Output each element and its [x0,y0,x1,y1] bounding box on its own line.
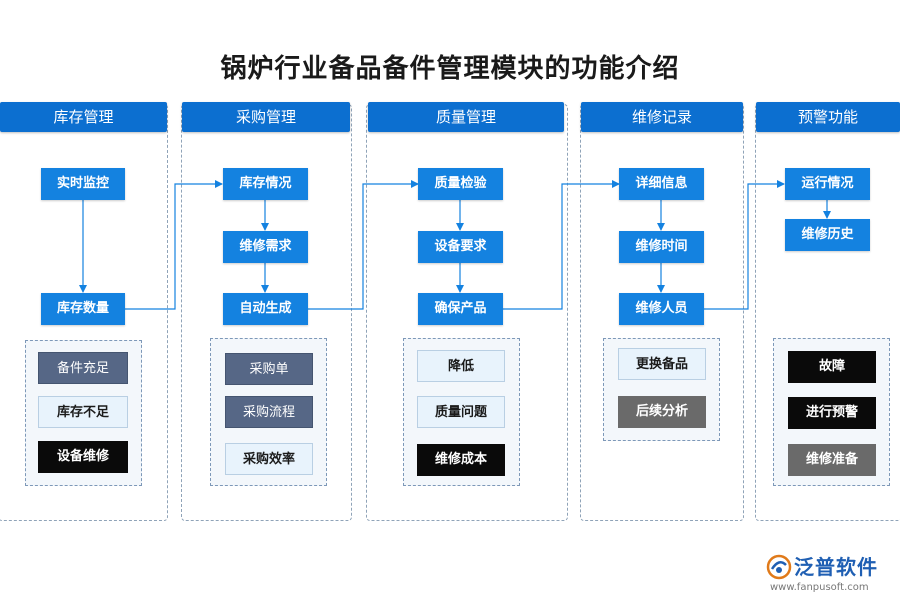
tag-issue-warning: 进行预警 [788,397,876,429]
brand-logo: 泛普软件 www.fanpusoft.com [766,554,890,596]
tag-follow-up-analysis: 后续分析 [618,396,706,428]
node-ensure-product: 确保产品 [418,293,503,325]
node-operation-status: 运行情况 [785,168,870,200]
page-title: 锅炉行业备品备件管理模块的功能介绍 [220,54,680,84]
tag-repair-cost: 维修成本 [417,444,505,476]
header-inventory: 库存管理 [0,102,167,132]
node-stock-status: 库存情况 [223,168,308,200]
node-equipment-requirement: 设备要求 [418,231,503,263]
tag-reduce: 降低 [417,350,505,382]
logo-url: www.fanpusoft.com [770,582,869,593]
tag-purchase-process: 采购流程 [225,396,313,428]
tag-quality-issue: 质量问题 [417,396,505,428]
node-quality-inspection: 质量检验 [418,168,503,200]
header-warning: 预警功能 [756,102,900,132]
tag-fault: 故障 [788,351,876,383]
tag-equipment-repair: 设备维修 [38,441,128,473]
node-repair-time: 维修时间 [619,231,704,263]
node-detail-info: 详细信息 [619,168,704,200]
node-repair-demand: 维修需求 [223,231,308,263]
tag-replace-spare: 更换备品 [618,348,706,380]
tag-repair-preparation: 维修准备 [788,444,876,476]
node-repair-staff: 维修人员 [619,293,704,325]
tag-purchase-efficiency: 采购效率 [225,443,313,475]
fanpu-logo-icon [766,554,792,580]
tag-stock-shortage: 库存不足 [38,396,128,428]
header-purchase: 采购管理 [182,102,350,132]
header-quality: 质量管理 [368,102,564,132]
header-repair: 维修记录 [581,102,743,132]
tag-purchase-order: 采购单 [225,353,313,385]
tag-spare-sufficient: 备件充足 [38,352,128,384]
node-realtime-monitor: 实时监控 [41,168,125,200]
node-auto-generate: 自动生成 [223,293,308,325]
node-repair-history: 维修历史 [785,219,870,251]
logo-name: 泛普软件 [794,555,878,579]
node-stock-quantity: 库存数量 [41,293,125,325]
